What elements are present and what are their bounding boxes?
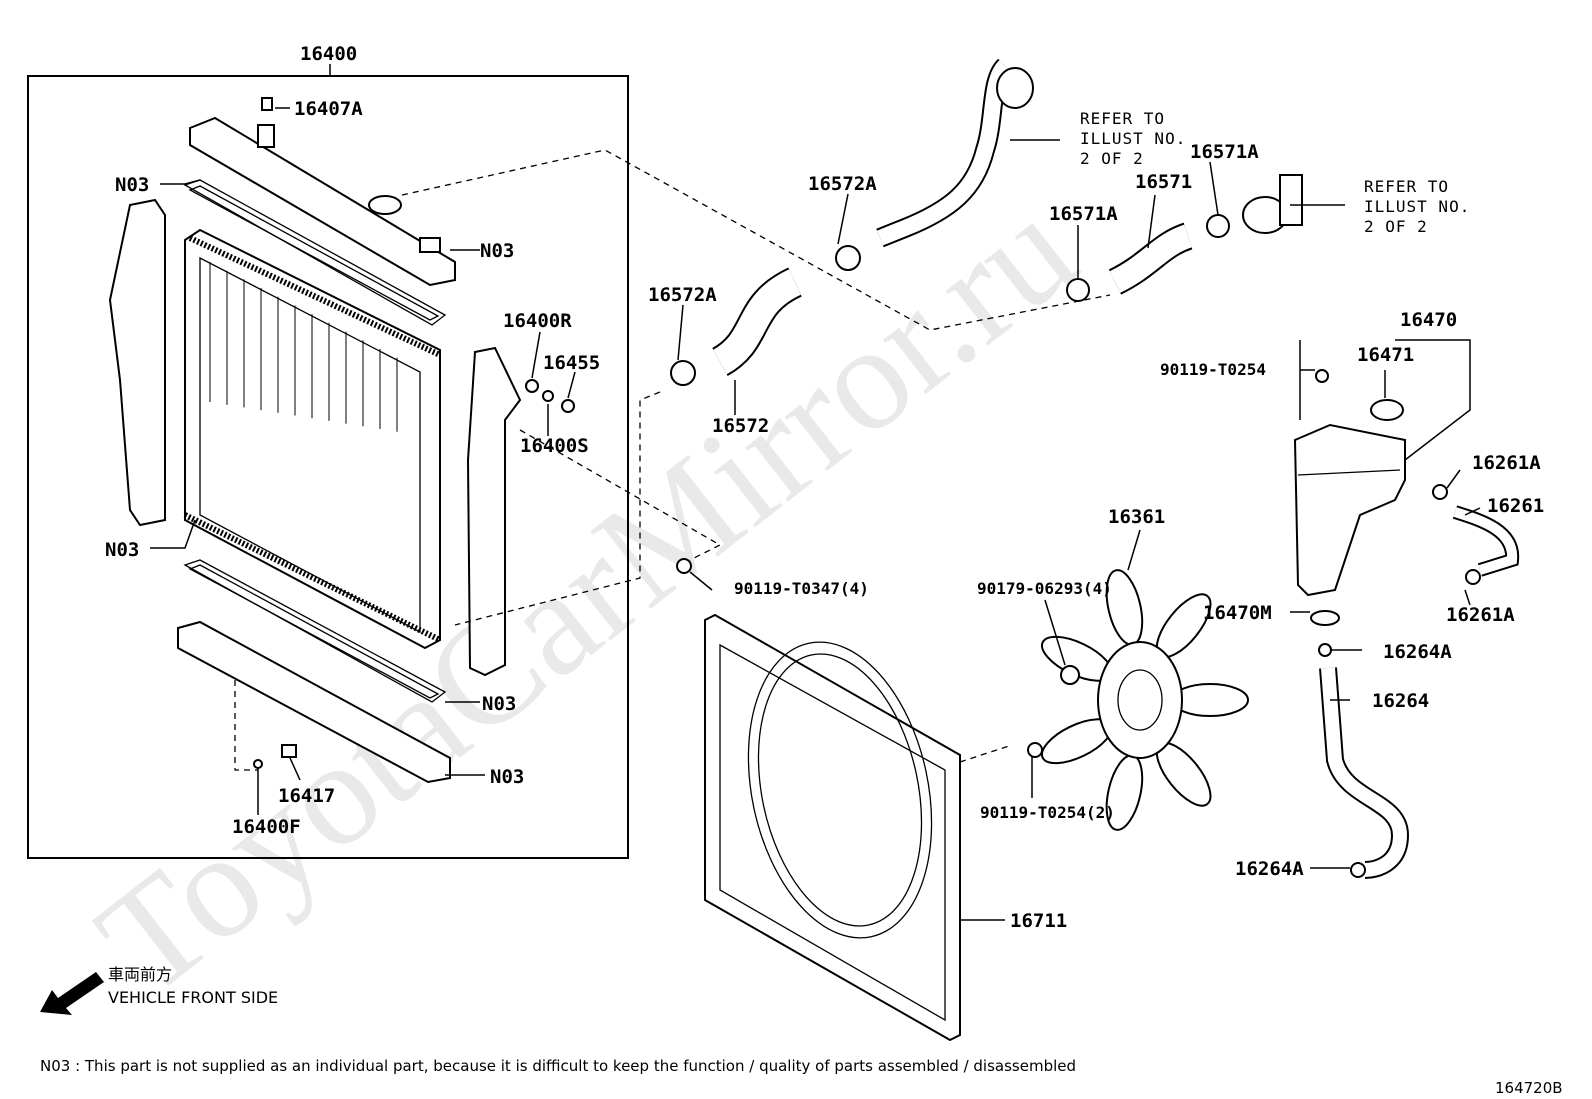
radiator-core bbox=[183, 228, 442, 650]
label-n03-gasket-bottom: N03 bbox=[482, 693, 516, 715]
refer-note-line: 2 OF 2 bbox=[1080, 149, 1144, 168]
label-90119-T0347: 90119-T0347(4) bbox=[734, 579, 869, 598]
label-16400F: 16400F bbox=[232, 816, 301, 838]
part-labels: 16400 16407A N03 N03 16400R 16455 16400S… bbox=[105, 43, 1544, 932]
cooling-fan bbox=[1040, 569, 1249, 831]
reservoir-cap bbox=[1370, 399, 1404, 421]
washer-16400S bbox=[542, 390, 554, 402]
fan-hub bbox=[1097, 641, 1183, 759]
refer-note-thermostat: REFER TO ILLUST NO. 2 OF 2 bbox=[1364, 177, 1470, 236]
lower-gasket-inner bbox=[188, 564, 440, 699]
upper-tank bbox=[189, 97, 456, 287]
bolt-16455 bbox=[561, 399, 575, 413]
clamp-16571A-upper bbox=[1206, 214, 1230, 238]
clamp-16571A-lower bbox=[1066, 278, 1090, 302]
front-label-jp: 車両前方 bbox=[108, 965, 172, 984]
drain-cock-16417 bbox=[281, 744, 297, 758]
label-16400: 16400 bbox=[300, 43, 357, 65]
label-90119-T0254: 90119-T0254 bbox=[1160, 360, 1266, 379]
label-16572A-left: 16572A bbox=[648, 284, 717, 306]
clamp-16572A-left bbox=[670, 360, 696, 386]
lower-gasket bbox=[183, 559, 447, 703]
fan-blade bbox=[1171, 683, 1249, 717]
refer-note-line: 2 OF 2 bbox=[1364, 217, 1428, 236]
label-n03-gasket-top: N03 bbox=[115, 174, 149, 196]
label-16400S: 16400S bbox=[520, 435, 589, 457]
illustration-id: 164720B bbox=[1495, 1079, 1563, 1097]
clamp-16264A-lower bbox=[1350, 862, 1366, 878]
refer-note-line: REFER TO bbox=[1364, 177, 1449, 196]
upper-pipe bbox=[876, 58, 1034, 248]
clamp-16572A-top bbox=[835, 245, 861, 271]
clamp-16261A-upper bbox=[1432, 484, 1448, 500]
label-16572A-top: 16572A bbox=[808, 173, 877, 195]
label-16400R: 16400R bbox=[503, 310, 572, 332]
label-16470: 16470 bbox=[1400, 309, 1457, 331]
refer-note-line: REFER TO bbox=[1080, 109, 1165, 128]
label-16261: 16261 bbox=[1487, 495, 1544, 517]
vehicle-front-indicator: 車両前方 VEHICLE FRONT SIDE bbox=[40, 965, 278, 1015]
label-16261A-lower: 16261A bbox=[1446, 604, 1515, 626]
flow-line-upper bbox=[401, 149, 1111, 331]
label-16711: 16711 bbox=[1010, 910, 1067, 932]
leader-lines bbox=[150, 107, 1481, 921]
label-16264A-upper: 16264A bbox=[1383, 641, 1452, 663]
assembly-box bbox=[27, 75, 629, 859]
grommet-16470M bbox=[1310, 610, 1340, 626]
nut-90179-06293 bbox=[1060, 665, 1080, 685]
label-16470M: 16470M bbox=[1203, 602, 1272, 624]
label-16571A-upper: 16571A bbox=[1190, 141, 1259, 163]
bolt-90119-T0254-2 bbox=[1027, 742, 1043, 758]
label-16417: 16417 bbox=[278, 785, 335, 807]
flow-line-shroud bbox=[959, 744, 1013, 763]
clamp-16261A-lower bbox=[1465, 569, 1481, 585]
label-90119-T0254-2: 90119-T0254(2) bbox=[980, 803, 1115, 822]
core-fins bbox=[209, 262, 398, 432]
thermostat-housing bbox=[1242, 174, 1303, 234]
refer-note-upper-pipe: REFER TO ILLUST NO. 2 OF 2 bbox=[1080, 109, 1186, 168]
refer-note-line: ILLUST NO. bbox=[1080, 129, 1186, 148]
front-label-en: VEHICLE FRONT SIDE bbox=[108, 988, 278, 1007]
upper-gasket-inner bbox=[188, 185, 440, 321]
bolt-90119-T0254 bbox=[1315, 369, 1329, 383]
fan-shroud bbox=[704, 613, 961, 1042]
label-16471: 16471 bbox=[1357, 344, 1414, 366]
nut-16400R bbox=[525, 379, 539, 393]
label-16264: 16264 bbox=[1372, 690, 1429, 712]
lower-tank bbox=[177, 620, 451, 784]
flow-line-lower bbox=[454, 391, 661, 626]
hose-16571 bbox=[1108, 222, 1193, 295]
footnote: N03 : This part is not supplied as an in… bbox=[40, 1057, 1076, 1075]
label-16361: 16361 bbox=[1108, 506, 1165, 528]
label-16572: 16572 bbox=[712, 415, 769, 437]
label-16571A-lower: 16571A bbox=[1049, 203, 1118, 225]
front-arrow-icon bbox=[40, 972, 104, 1015]
reservoir-tank bbox=[1293, 369, 1406, 657]
label-n03-tank-top: N03 bbox=[480, 240, 514, 262]
label-90179-06293: 90179-06293(4) bbox=[977, 579, 1112, 598]
label-n03-core: N03 bbox=[105, 539, 139, 561]
right-side-support bbox=[466, 346, 522, 677]
clamp-16264A-upper bbox=[1318, 643, 1332, 657]
label-16261A-upper: 16261A bbox=[1472, 452, 1541, 474]
hose-16572 bbox=[711, 267, 803, 377]
hose-16261 bbox=[1432, 484, 1520, 585]
radiator-assembly bbox=[27, 64, 629, 859]
label-16571: 16571 bbox=[1135, 171, 1192, 193]
left-side-support bbox=[108, 198, 166, 527]
oring-16400F bbox=[253, 759, 263, 769]
label-16264A-lower: 16264A bbox=[1235, 858, 1304, 880]
refer-note-line: ILLUST NO. bbox=[1364, 197, 1470, 216]
label-16407A: 16407A bbox=[294, 98, 363, 120]
flow-line-bolt bbox=[519, 429, 722, 561]
hose-16264 bbox=[1319, 667, 1410, 879]
label-n03-tank-bottom: N03 bbox=[490, 766, 524, 788]
bolt-90119-T0347 bbox=[676, 558, 692, 574]
label-16455: 16455 bbox=[543, 352, 600, 374]
